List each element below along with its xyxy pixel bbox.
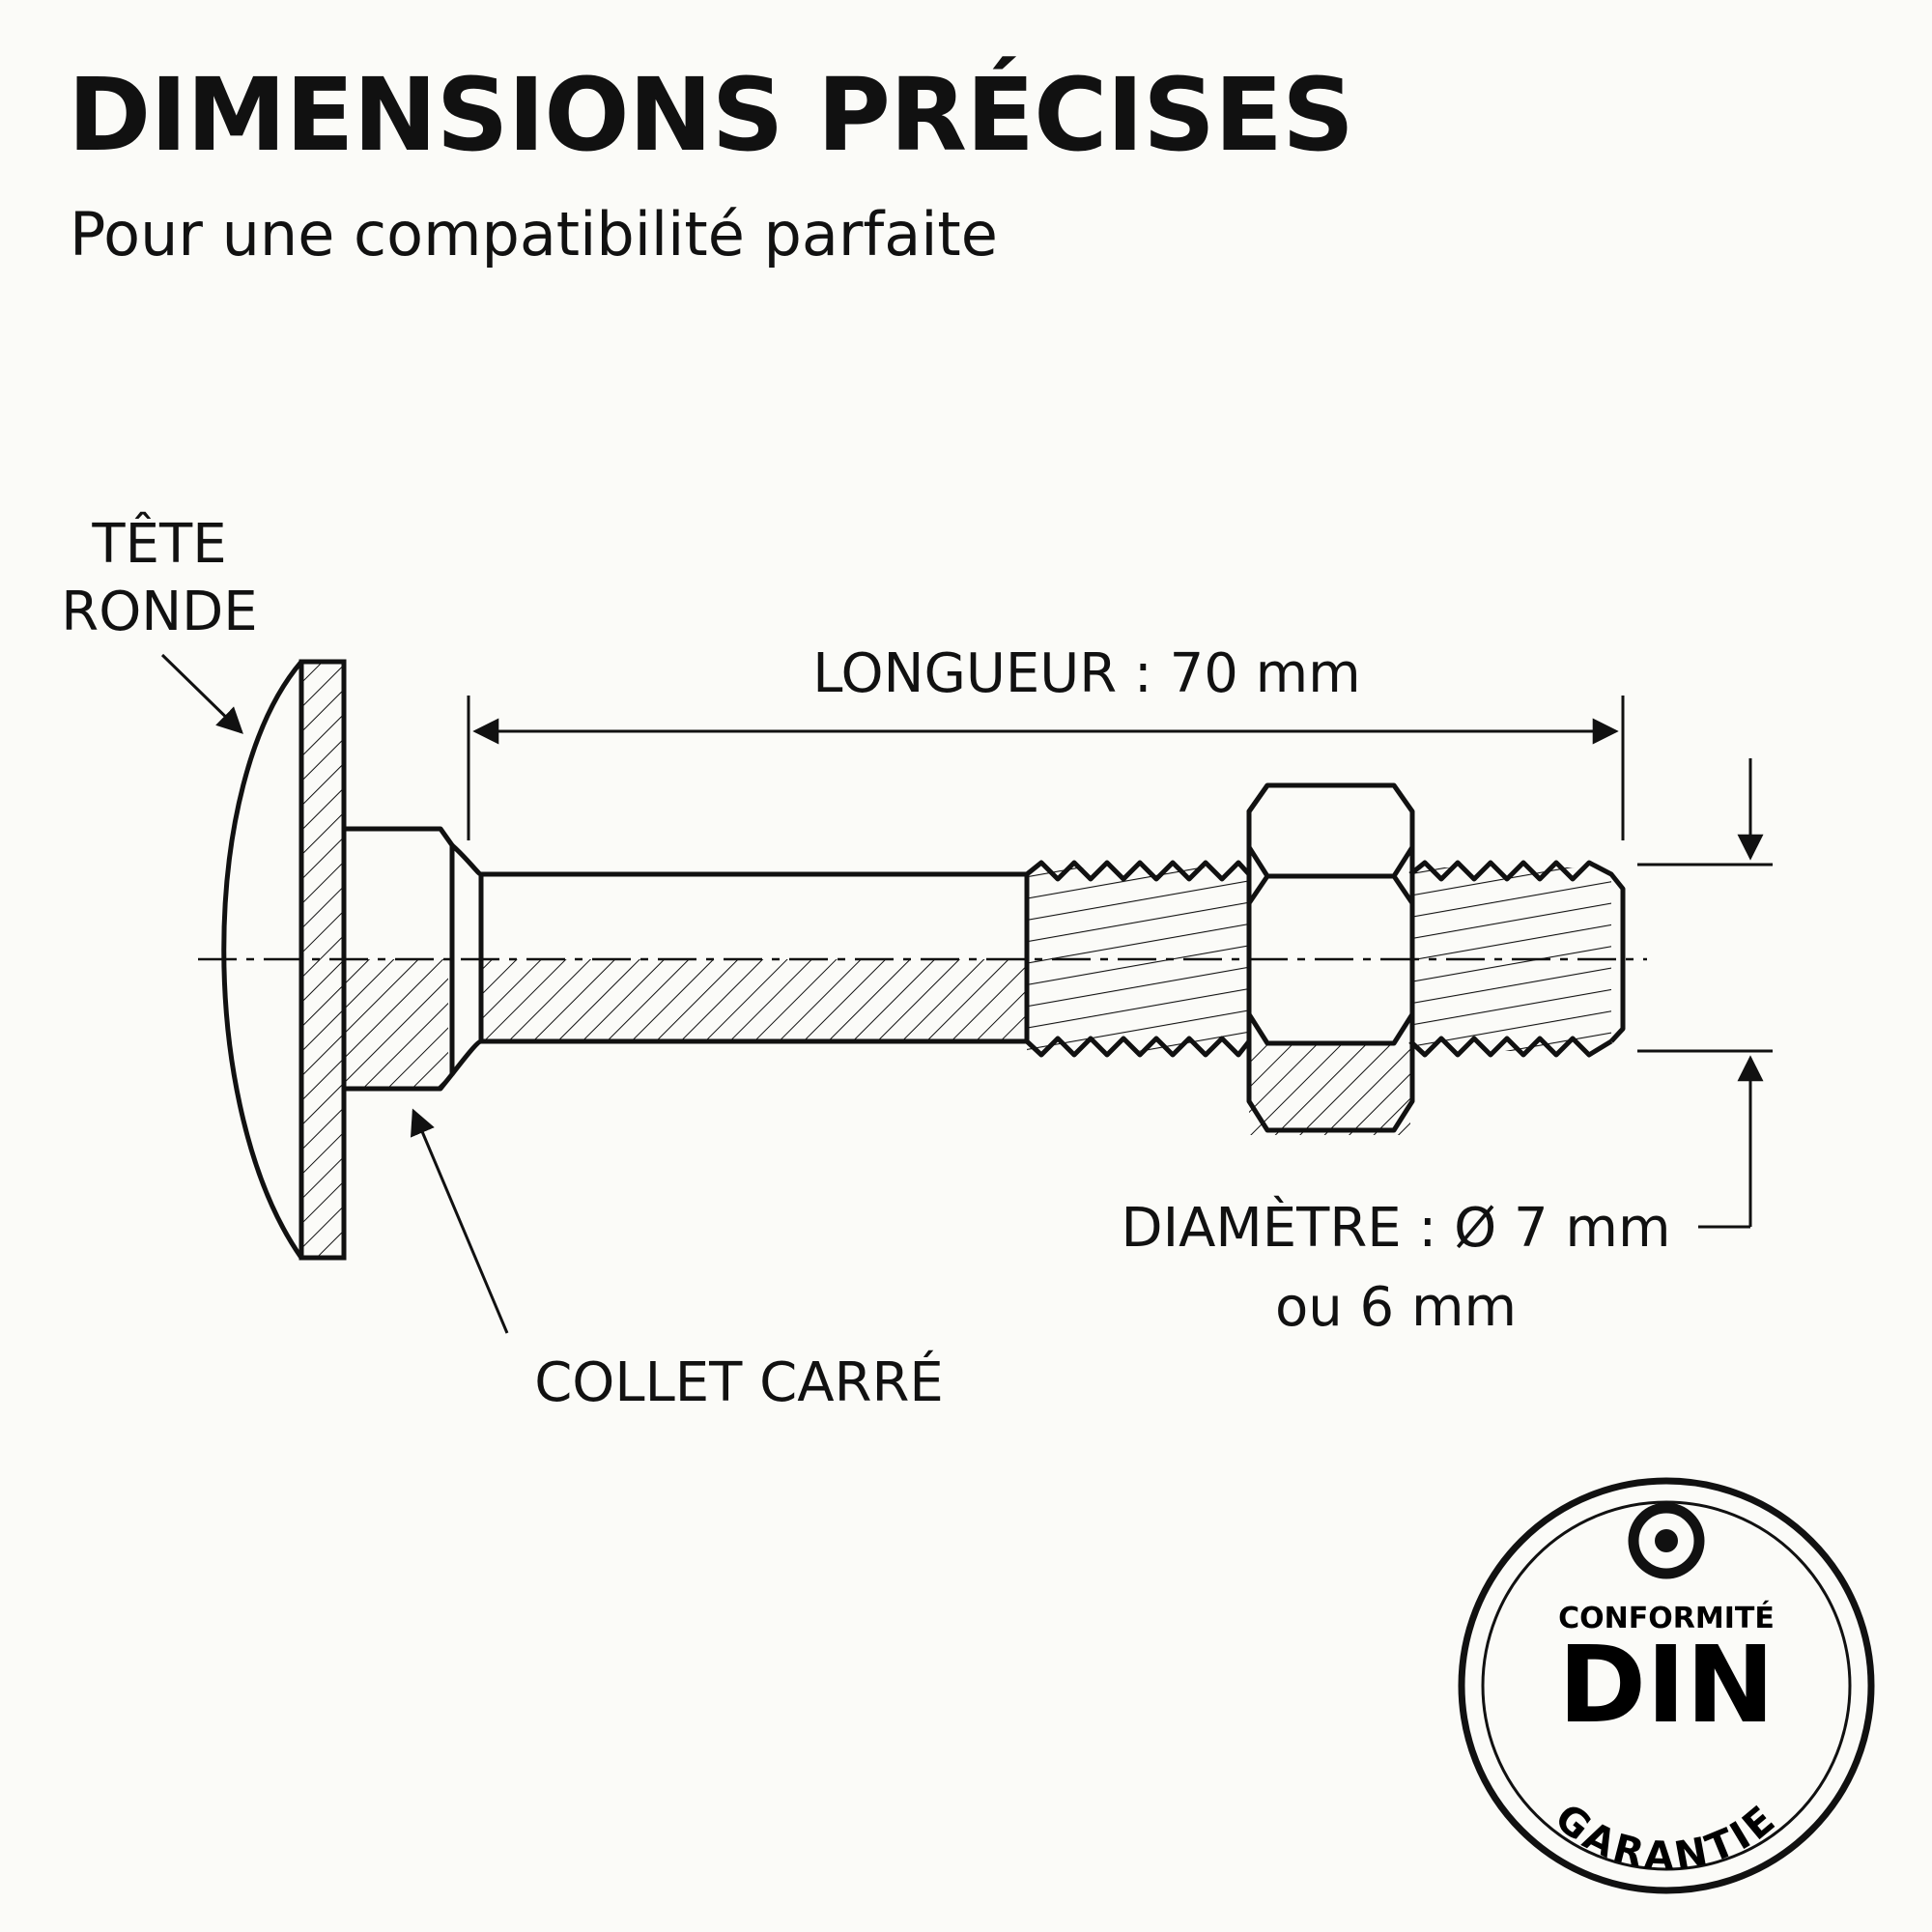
badge-top-text: CONFORMITÉ xyxy=(1558,1601,1775,1635)
nut-logo-icon xyxy=(1628,1502,1705,1579)
badge-bottom-text: GARANTIE xyxy=(1547,1796,1786,1880)
length-label: LONGUEUR : 70 mm xyxy=(812,642,1360,705)
diameter-dimension xyxy=(1637,758,1773,1229)
length-dimension xyxy=(467,696,1625,840)
threaded-section xyxy=(1025,860,1626,1058)
head-label-line1: TÊTE xyxy=(91,513,226,576)
page-title: DIMENSIONS PRÉCISES xyxy=(68,56,1354,174)
head-leader-arrow xyxy=(160,653,243,734)
square-collar xyxy=(341,826,483,1092)
collar-leader-arrow xyxy=(411,1108,509,1334)
hex-nut xyxy=(1246,782,1415,1135)
badge-bottom-textpath: GARANTIE xyxy=(1547,1796,1782,1880)
badge-main-text: DIN xyxy=(1558,1623,1775,1747)
din-badge: CONFORMITÉ DIN GARANTIE xyxy=(1458,1477,1875,1894)
collar-label: COLLET CARRÉ xyxy=(534,1351,944,1414)
head-label-line2: RONDE xyxy=(61,581,257,643)
diameter-label-line1: DIAMÈTRE : Ø 7 mm xyxy=(1121,1197,1670,1260)
page-subtitle: Pour une compatibilité parfaite xyxy=(70,199,998,270)
diameter-label-line2: ou 6 mm xyxy=(1275,1276,1517,1339)
bolt-shank xyxy=(478,871,1030,1044)
